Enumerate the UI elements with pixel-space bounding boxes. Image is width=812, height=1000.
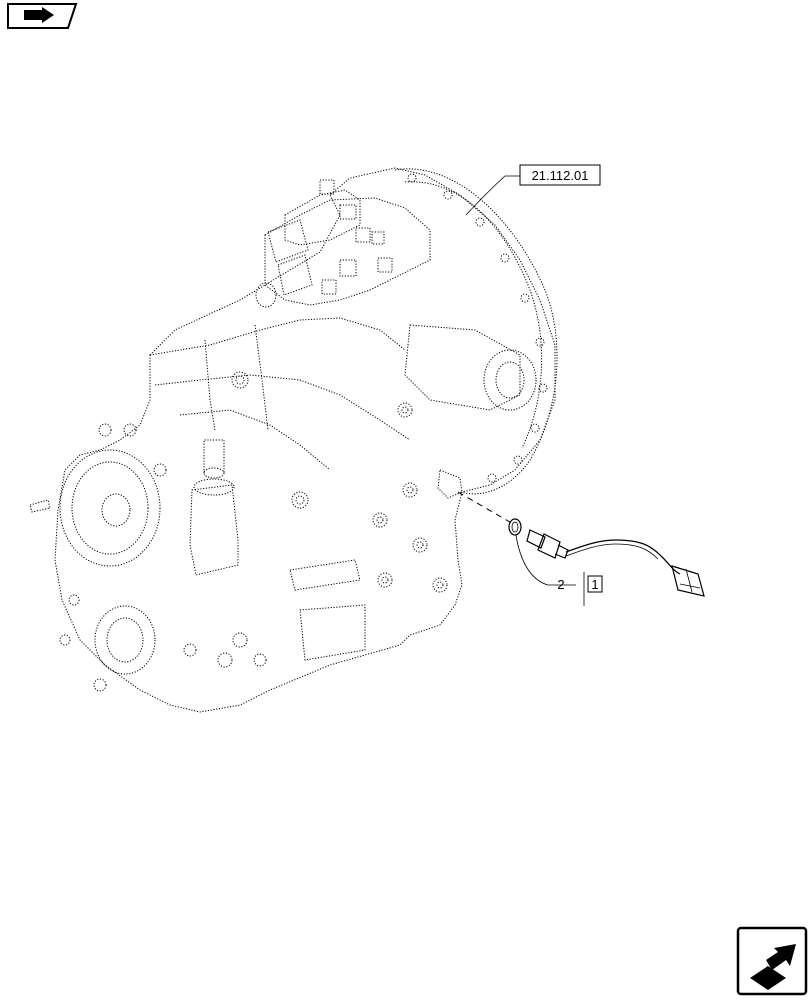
back-arrow-icon[interactable] [7, 3, 78, 29]
reference-box[interactable] [519, 164, 601, 186]
callout-1-box[interactable] [587, 575, 603, 593]
sensor-part [457, 491, 705, 597]
leader-item-2 [515, 534, 576, 586]
callout-2-label: 2 [557, 577, 564, 592]
reference-label: 21.112.01 [532, 168, 589, 183]
o-ring [508, 518, 522, 536]
transmission-assembly [29, 167, 558, 713]
next-arrow-icon[interactable] [736, 926, 808, 996]
leader-reference [465, 175, 520, 216]
callout-1-label: 1 [591, 577, 598, 592]
pressure-sensor [526, 529, 705, 597]
